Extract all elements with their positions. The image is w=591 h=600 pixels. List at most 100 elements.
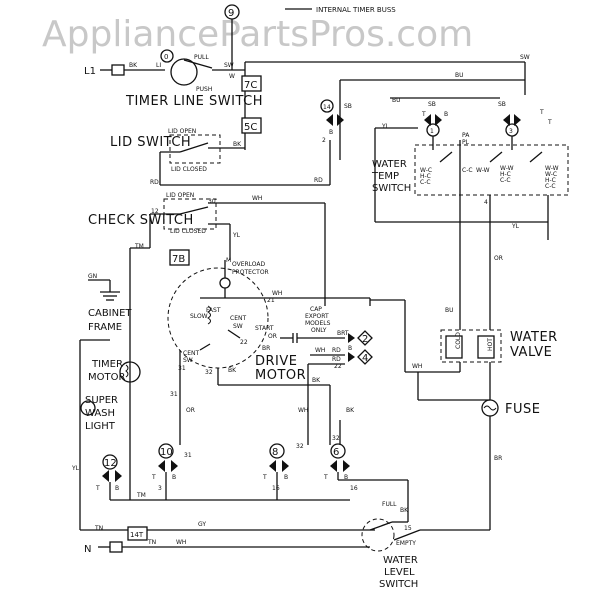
timer-terminal-10 [158, 443, 174, 459]
svg-text:B: B [172, 474, 176, 481]
svg-text:C-C: C-C [420, 179, 431, 186]
svg-text:LI: LI [156, 62, 161, 69]
water-level-switch [361, 518, 395, 552]
svg-text:B: B [344, 474, 348, 481]
svg-text:H-C: H-C [420, 173, 431, 180]
svg-text:2: 2 [362, 334, 368, 345]
svg-text:SW: SW [520, 54, 530, 61]
svg-text:B: B [115, 485, 119, 492]
terminal-diamond-4 [357, 349, 373, 365]
svg-text:6: 6 [333, 447, 339, 458]
water-temp-switch-box [414, 144, 569, 196]
svg-text:WH: WH [412, 363, 422, 370]
svg-text:TM: TM [136, 492, 146, 499]
svg-text:TN: TN [94, 525, 103, 532]
svg-text:32: 32 [205, 369, 213, 376]
svg-text:MOTOR: MOTOR [88, 372, 125, 383]
svg-text:16: 16 [350, 485, 358, 492]
svg-text:BR: BR [494, 455, 502, 462]
svg-text:SWITCH: SWITCH [372, 183, 411, 194]
overload-label: OVERLOAD [232, 261, 266, 268]
super-wash-label: SUPER [85, 395, 118, 406]
svg-text:31: 31 [184, 452, 192, 459]
svg-text:1: 1 [430, 128, 434, 135]
svg-text:LID OPEN: LID OPEN [168, 128, 196, 135]
svg-text:W-W: W-W [545, 165, 559, 172]
water-valve-label: WATER [510, 330, 558, 345]
svg-text:RD: RD [314, 177, 323, 184]
hot-solenoid [477, 335, 495, 359]
svg-text:C-C: C-C [545, 183, 556, 190]
svg-text:WH: WH [176, 539, 186, 546]
svg-text:32: 32 [296, 443, 304, 450]
svg-text:BK: BK [400, 507, 409, 514]
svg-text:W-W: W-W [476, 167, 490, 174]
svg-text:WH: WH [272, 290, 282, 297]
svg-text:GN: GN [88, 273, 97, 280]
svg-text:BR: BR [262, 345, 270, 352]
check-switch-label: CHECK SWITCH [88, 213, 194, 228]
svg-text:RD: RD [150, 179, 159, 186]
svg-text:22: 22 [240, 339, 248, 346]
svg-text:H-C: H-C [545, 177, 556, 184]
svg-text:TM: TM [134, 243, 144, 250]
svg-text:SW: SW [224, 62, 234, 69]
svg-text:SB: SB [344, 103, 352, 110]
svg-text:TEMP: TEMP [371, 171, 399, 182]
svg-text:2: 2 [322, 137, 326, 144]
svg-text:YL: YL [232, 232, 241, 239]
svg-text:MODELS: MODELS [305, 320, 331, 327]
svg-text:T: T [539, 109, 544, 116]
svg-text:BK: BK [228, 367, 237, 374]
svg-text:H-C: H-C [500, 171, 511, 178]
timer-terminal-0 [160, 49, 174, 63]
timer-terminal-6 [330, 443, 346, 459]
svg-text:YL: YL [71, 465, 80, 472]
svg-text:VALVE: VALVE [510, 345, 552, 360]
svg-text:COLD: COLD [455, 332, 462, 349]
svg-text:PULL: PULL [194, 54, 209, 61]
svg-text:M: M [226, 257, 231, 264]
svg-text:0: 0 [164, 53, 168, 61]
svg-text:C-C: C-C [462, 167, 473, 174]
svg-text:12: 12 [151, 208, 159, 215]
svg-text:OR: OR [268, 333, 277, 340]
fuse-label: FUSE [505, 402, 540, 417]
svg-text:4: 4 [484, 199, 488, 206]
svg-text:T: T [421, 111, 426, 118]
svg-text:SB: SB [498, 101, 506, 108]
lid-switch-label: LID SWITCH [110, 135, 191, 150]
svg-text:SWITCH: SWITCH [379, 579, 418, 590]
l1-label: L1 [84, 66, 96, 77]
svg-text:BK: BK [129, 62, 138, 69]
svg-text:31: 31 [170, 391, 178, 398]
svg-text:WASH: WASH [85, 408, 115, 419]
terminal-diamond-2 [357, 330, 373, 346]
cap-label: CAP [310, 306, 322, 313]
svg-text:OR: OR [494, 255, 503, 262]
svg-text:PA: PA [462, 132, 470, 139]
cabinet-label: CABINET [88, 308, 132, 319]
super-wash-light [80, 400, 96, 416]
svg-text:YL: YL [381, 123, 390, 130]
svg-text:7B: 7B [172, 254, 185, 265]
overload-protector [219, 277, 231, 289]
svg-text:LID CLOSED: LID CLOSED [170, 228, 206, 235]
watermark: AppliancePartsPros.com [42, 14, 473, 55]
timer-block-7b [169, 249, 190, 266]
svg-text:SW: SW [183, 357, 193, 364]
svg-text:EMPTY: EMPTY [396, 540, 416, 547]
svg-text:12: 12 [104, 458, 117, 469]
svg-text:ONLY: ONLY [311, 327, 327, 334]
svg-text:32: 32 [332, 435, 340, 442]
svg-text:SLOW: SLOW [190, 313, 208, 320]
n-label: N [84, 544, 91, 555]
drive-motor-label: DRIVE [255, 354, 297, 369]
svg-text:7C: 7C [244, 80, 257, 91]
timer-block-5c [241, 117, 262, 134]
svg-text:8: 8 [272, 447, 278, 458]
svg-text:31: 31 [178, 365, 186, 372]
svg-text:TN: TN [147, 539, 156, 546]
svg-text:T: T [323, 474, 328, 481]
